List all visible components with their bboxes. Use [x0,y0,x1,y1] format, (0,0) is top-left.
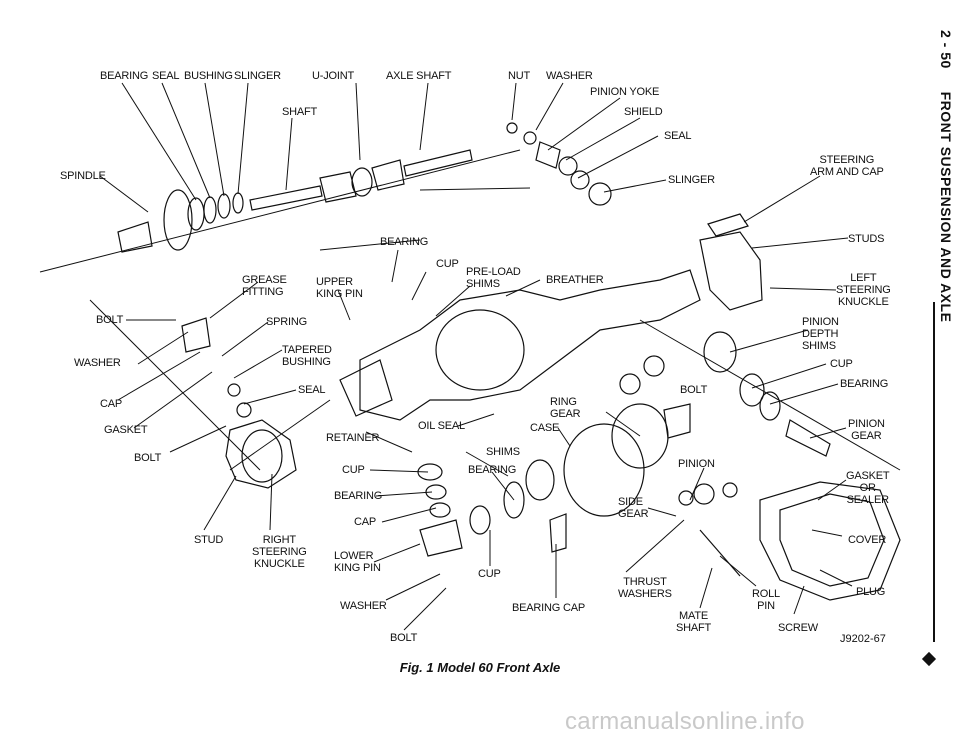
figure-caption: Fig. 1 Model 60 Front Axle [399,660,561,675]
header-rule [933,302,935,642]
axle-shaft-assembly [117,149,473,253]
label-cup-low: CUP [342,464,365,476]
label-cap-left: CAP [100,398,123,410]
label-cup-mid: CUP [436,258,459,270]
page-header-text: 2 - 50 FRONT SUSPENSION AND AXLE [938,30,954,322]
label-slinger-right: SLINGER [668,174,715,186]
section-title: FRONT SUSPENSION AND AXLE [938,91,954,323]
label-cup-bottom: CUP [478,568,501,580]
label-steering-arm-and-cap: STEERING ARM AND CAP [810,154,884,178]
label-slinger-top: SLINGER [234,70,281,82]
label-tapered-bushing: TAPERED BUSHING [282,344,332,368]
label-shield: SHIELD [624,106,663,118]
label-pinion-gear: PINION GEAR [848,418,885,442]
axle-housing [339,213,763,421]
label-pinion-depth-shims: PINION DEPTH SHIMS [802,316,839,352]
label-washer-left: WASHER [74,357,121,369]
label-lower-king-pin: LOWER KING PIN [334,550,381,574]
label-bearing-right: BEARING [840,378,889,390]
label-studs: STUDS [848,233,885,245]
label-grease-fitting: GREASE FITTING [242,274,287,298]
figure-code: J9202-67 [840,633,886,645]
label-spindle: SPINDLE [60,170,106,182]
label-gasket-or-sealer: GASKET OR SEALER [846,470,890,506]
label-mate-shaft: MATE SHAFT [676,610,712,634]
right-knuckle-parts [181,317,297,489]
label-gasket-left: GASKET [104,424,148,436]
label-bolt-left: BOLT [96,314,124,326]
label-left-steering-knuckle: LEFT STEERING KNUCKLE [836,272,891,308]
label-shaft: SHAFT [282,106,318,118]
label-bearing-low2: BEARING [334,490,383,502]
grouping-lines [39,149,901,471]
label-seal-left: SEAL [298,384,326,396]
label-seal-right: SEAL [664,130,692,142]
label-thrust-washers: THRUST WASHERS [618,576,672,600]
label-pinion-yoke: PINION YOKE [590,86,660,98]
label-screw: SCREW [778,622,818,634]
label-washer-top: WASHER [546,70,593,82]
label-cover: COVER [848,534,887,546]
label-shims: SHIMS [486,446,520,458]
label-bearing-mid: BEARING [380,236,429,248]
label-cap-low: CAP [354,516,377,528]
label-u-joint: U-JOINT [312,70,354,82]
label-spring: SPRING [266,316,307,328]
label-upper-king-pin: UPPER KING PIN [316,276,363,300]
pinion-yoke-stack [506,122,612,206]
label-bearing-low: BEARING [468,464,517,476]
label-seal-top: SEAL [152,70,180,82]
label-washer-bottom: WASHER [340,600,387,612]
label-cup-right: CUP [830,358,853,370]
label-bolt-left-low: BOLT [134,452,162,464]
label-ring-gear: RING GEAR [550,396,581,420]
label-bushing: BUSHING [184,70,233,82]
label-stud: STUD [194,534,224,546]
differential-cover [759,481,901,601]
label-side-gear: SIDE GEAR [618,496,649,520]
label-preload-shims: PRE-LOAD SHIMS [466,266,521,290]
label-pinion: PINION [678,458,715,470]
label-roll-pin: ROLL PIN [752,588,780,612]
label-bolt-bottom: BOLT [390,632,418,644]
label-plug: PLUG [856,586,886,598]
page-header: 2 - 50 FRONT SUSPENSION AND AXLE [932,30,956,322]
label-right-steering-knuckle: RIGHT STEERING KNUCKLE [252,534,307,570]
label-oil-seal: OIL SEAL [418,420,465,432]
label-bearing-top: BEARING [100,70,149,82]
label-case: CASE [530,422,560,434]
leader-lines [99,82,853,631]
label-axle-shaft: AXLE SHAFT [386,70,452,82]
differential-parts [417,331,831,577]
label-bolt-mid: BOLT [680,384,708,396]
label-nut: NUT [508,70,531,82]
watermark: carmanualsonline.info [565,708,805,735]
page-number: 2 - 50 [938,30,954,69]
label-retainer: RETAINER [326,432,380,444]
label-bearing-cap: BEARING CAP [512,602,585,614]
label-breather: BREATHER [546,274,604,286]
